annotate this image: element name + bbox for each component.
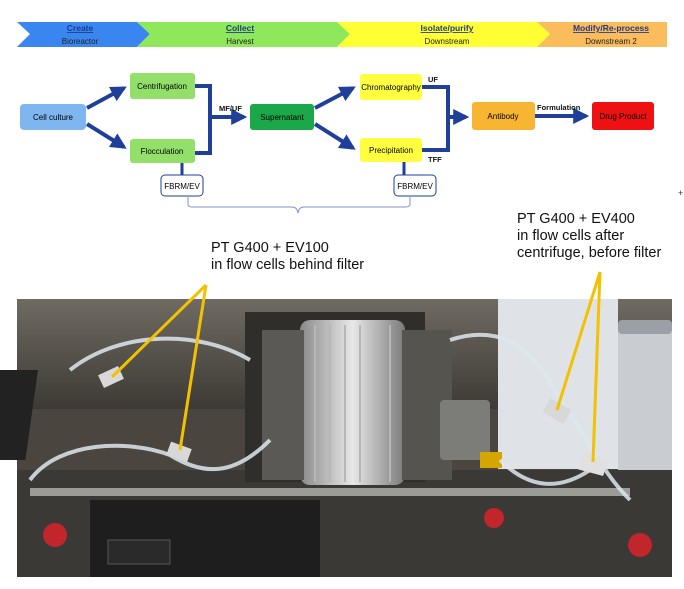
annotation-right: PT G400 + EV400 in flow cells after cent… <box>517 211 661 262</box>
connector-purify-merge <box>421 85 450 152</box>
flow-cell-right-2 <box>578 451 608 477</box>
node-cell-culture <box>20 104 86 130</box>
node-chromatography-label: Chromatography <box>361 83 421 92</box>
cylinder-cap <box>618 320 672 334</box>
node-fbrm-ev-right-label: FBRM/EV <box>397 182 433 191</box>
caster-wheel-right <box>628 533 652 557</box>
arrow-supernatant-to-chromatography <box>314 86 356 110</box>
annotation-right-line1: PT G400 + EV400 <box>517 211 635 227</box>
node-fbrm-ev-left-label: FBRM/EV <box>164 182 200 191</box>
stage-collect-chevron <box>137 22 350 47</box>
connector-harvest-merge <box>194 84 212 155</box>
annotation-left-line1: PT G400 + EV100 <box>211 240 329 256</box>
stage-collect-title: Collect <box>226 23 255 33</box>
edge-label-tff: TFF <box>428 155 442 164</box>
node-antibody <box>472 102 535 130</box>
node-precipitation <box>360 138 422 162</box>
pointer-lines <box>110 271 602 463</box>
node-fbrm-ev-left <box>160 174 204 197</box>
flow-cell-left-2 <box>166 441 192 463</box>
left-monitor <box>0 370 38 460</box>
arrow-culture-to-centrifugation <box>86 86 127 110</box>
stage-modify-title: Modify/Re-process <box>573 23 649 33</box>
yellow-clamp <box>480 452 502 468</box>
end-plate-left <box>262 330 304 480</box>
lab-coat <box>498 299 618 469</box>
annotation-right-line2: in flow cells after <box>517 228 625 244</box>
bench-rail <box>30 488 630 496</box>
stage-isolate-chevron <box>337 22 550 47</box>
edge-label-uf: UF <box>428 75 438 84</box>
node-flocculation <box>130 139 195 163</box>
node-drug-product-label: Drug Product <box>599 112 647 121</box>
node-chromatography <box>360 74 422 100</box>
motor-cylinder <box>440 400 490 460</box>
node-fbrm-ev-right <box>393 174 437 197</box>
label-box <box>107 539 171 565</box>
stage-create-title: Create <box>67 23 94 33</box>
node-centrifugation-label: Centrifugation <box>137 82 187 91</box>
annotation-right-line3: centrifuge, before filter <box>517 245 662 261</box>
stage-modify-subtitle: Downstream 2 <box>585 37 637 46</box>
plus-icon: + <box>678 188 683 198</box>
node-supernatant-label: Supernatant <box>260 113 304 122</box>
stage-collect-subtitle: Harvest <box>226 37 254 46</box>
node-precipitation-label: Precipitation <box>369 146 413 155</box>
stage-isolate-title: Isolate/purify <box>421 23 474 33</box>
stage-create-subtitle: Bioreactor <box>62 37 99 46</box>
stage-banner: Create Bioreactor Collect Harvest Isolat… <box>17 22 667 47</box>
black-tray <box>90 500 320 577</box>
node-cell-culture-label: Cell culture <box>33 113 74 122</box>
fbrm-brace <box>187 197 411 214</box>
filter-stack <box>300 320 405 485</box>
node-flocculation-label: Flocculation <box>141 147 184 156</box>
annotation-left: PT G400 + EV100 in flow cells behind fil… <box>211 240 364 274</box>
node-drug-product <box>592 102 654 130</box>
arrow-supernatant-to-precipitation <box>313 122 356 150</box>
caster-wheel-left <box>43 523 67 547</box>
flow-arrows <box>85 84 590 175</box>
node-centrifugation <box>130 73 195 99</box>
cylinder-vessel <box>618 325 672 500</box>
node-supernatant <box>250 104 314 130</box>
edge-label-mf-uf: MF/UF <box>219 104 242 113</box>
node-antibody-label: Antibody <box>487 112 518 121</box>
stage-isolate-subtitle: Downstream <box>425 37 470 46</box>
stage-modify-chevron <box>537 22 667 47</box>
edge-label-formulation: Formulation <box>537 103 581 112</box>
annotation-left-line2: in flow cells behind filter <box>211 257 365 273</box>
flow-cell-right-1 <box>542 398 572 424</box>
stage-create-chevron <box>17 22 150 47</box>
process-nodes: Cell culture Centrifugation Flocculation… <box>20 73 654 197</box>
filter-plates <box>314 325 391 482</box>
arrow-culture-to-flocculation <box>85 122 127 149</box>
caster-wheel-center <box>484 508 504 528</box>
lab-setup-photo <box>0 271 672 577</box>
